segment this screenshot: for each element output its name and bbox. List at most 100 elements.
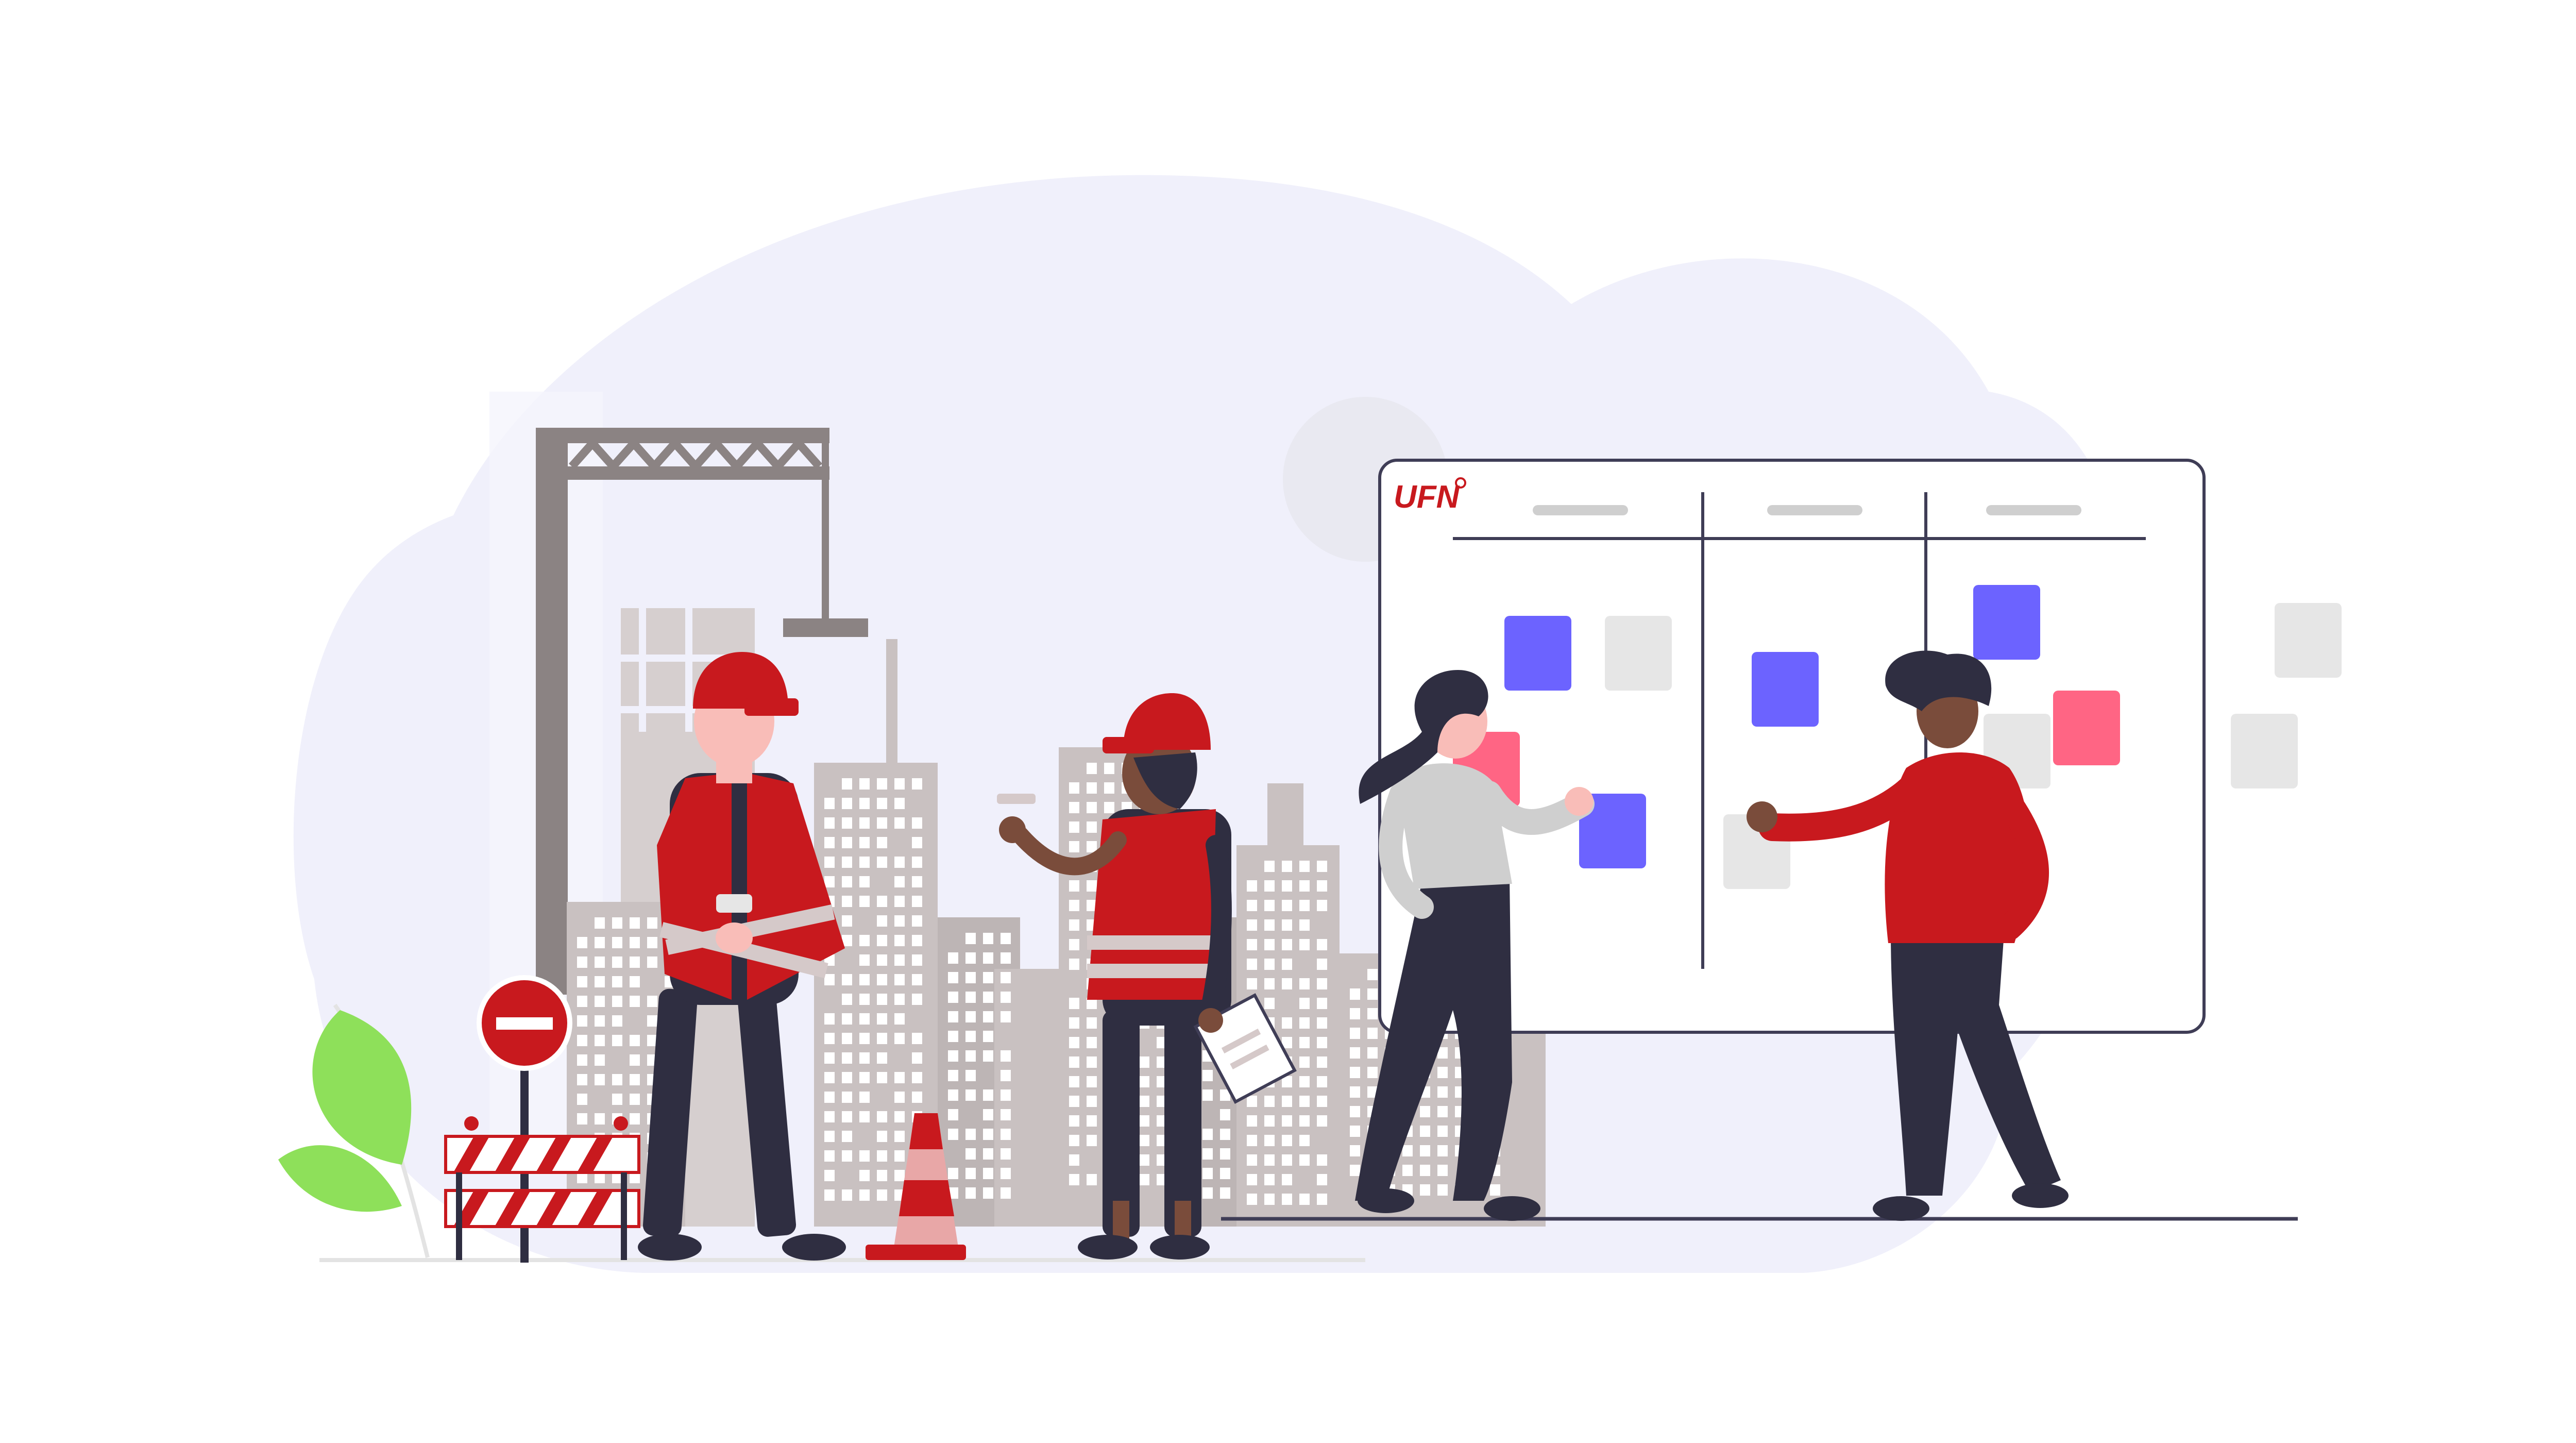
- building-window: [1437, 1067, 1448, 1078]
- building-window: [1069, 1174, 1079, 1185]
- building-window: [1282, 919, 1292, 931]
- building-window: [948, 1070, 958, 1081]
- building-window: [630, 1054, 640, 1066]
- worker-middle-helmet: [1123, 693, 1211, 750]
- building-window: [842, 1033, 852, 1044]
- building-window: [1001, 992, 1011, 1003]
- building-window: [859, 1033, 870, 1044]
- building-window: [1087, 1056, 1097, 1068]
- man-shoe: [1873, 1196, 1929, 1221]
- building-window: [983, 952, 993, 964]
- sign-bar: [496, 1017, 553, 1030]
- building-window: [1087, 1017, 1097, 1029]
- building-window: [1001, 1109, 1011, 1120]
- building-window: [1367, 988, 1378, 1000]
- building-window: [912, 1033, 922, 1044]
- building-window: [877, 837, 887, 848]
- building-window: [912, 1072, 922, 1083]
- barrier-leg: [456, 1172, 462, 1260]
- building-window: [595, 1054, 605, 1066]
- building-window: [824, 1131, 835, 1142]
- building-window: [1299, 1056, 1310, 1068]
- building-window: [1264, 959, 1275, 970]
- barrier-lamp: [614, 1116, 628, 1131]
- building-window: [1139, 1056, 1149, 1068]
- building-window: [965, 972, 976, 983]
- building-window: [1001, 1050, 1011, 1062]
- building-window: [1104, 763, 1114, 774]
- building-window: [612, 937, 622, 948]
- woman-arm: [1379, 782, 1434, 919]
- building-window: [1247, 1154, 1257, 1166]
- building-window: [1350, 1028, 1360, 1039]
- building-window: [1220, 1109, 1230, 1120]
- building-window: [1264, 998, 1275, 1009]
- building-window: [630, 976, 640, 987]
- building-window: [912, 896, 922, 907]
- building-window: [1317, 1115, 1327, 1127]
- building-window: [842, 1052, 852, 1064]
- building-window: [1087, 802, 1097, 813]
- building-window: [1437, 1184, 1448, 1196]
- crane-icon: [536, 428, 868, 995]
- building-window: [859, 1092, 870, 1103]
- building-window: [630, 1172, 640, 1183]
- building-window: [1282, 1037, 1292, 1048]
- crane-jib-top: [536, 428, 829, 443]
- building-window: [1247, 1115, 1257, 1127]
- cone-base: [866, 1245, 966, 1260]
- building-window: [1087, 1115, 1097, 1127]
- building-window: [1299, 1037, 1310, 1048]
- sticky-note: [2053, 691, 2120, 765]
- building-window: [577, 1015, 587, 1027]
- building-window: [842, 817, 852, 829]
- building-window: [894, 1033, 905, 1044]
- building-window: [630, 1094, 640, 1105]
- building-window: [859, 994, 870, 1005]
- building-window: [1220, 1168, 1230, 1179]
- building-window: [1282, 900, 1292, 911]
- building-window: [824, 1111, 835, 1122]
- building-window: [1402, 1165, 1413, 1176]
- building-window: [912, 778, 922, 790]
- worker-middle-vest-stripe: [1087, 935, 1211, 950]
- building-window: [877, 994, 887, 1005]
- worker-middle-leg: [1103, 1010, 1140, 1237]
- building-window: [1350, 1126, 1360, 1137]
- building-window: [948, 1011, 958, 1022]
- scaffold-bar: [685, 608, 692, 732]
- worker-middle-arm: [1200, 835, 1232, 1020]
- building-window: [859, 1150, 870, 1162]
- building-window: [1299, 880, 1310, 892]
- building-window: [1264, 978, 1275, 989]
- building-window: [1247, 959, 1257, 970]
- building-window: [877, 857, 887, 868]
- worker-middle-vest: [1087, 809, 1216, 1000]
- building-window: [1087, 998, 1097, 1009]
- building-window: [824, 876, 835, 887]
- building-window: [983, 992, 993, 1003]
- building-window: [612, 957, 622, 968]
- building-window: [859, 974, 870, 985]
- building-window: [1367, 1008, 1378, 1019]
- worker-left: [638, 652, 846, 1261]
- building-window: [1437, 1126, 1448, 1137]
- building-window: [877, 935, 887, 946]
- building-window: [1247, 1174, 1257, 1185]
- road-barrier-icon: [444, 1116, 640, 1260]
- building-window: [912, 935, 922, 946]
- building-window: [1104, 802, 1114, 813]
- building-window: [842, 1092, 852, 1103]
- building-window: [1350, 1145, 1360, 1156]
- building-window: [894, 798, 905, 809]
- woman-pants: [1355, 876, 1512, 1201]
- plant-icon: [278, 1003, 430, 1258]
- building-window: [877, 954, 887, 966]
- barrier-lamp: [464, 1116, 479, 1131]
- sticky-note: [1579, 794, 1646, 868]
- building-window: [824, 1189, 835, 1201]
- building-window: [1139, 1154, 1149, 1166]
- building-window: [1299, 861, 1310, 872]
- building-window: [842, 915, 852, 927]
